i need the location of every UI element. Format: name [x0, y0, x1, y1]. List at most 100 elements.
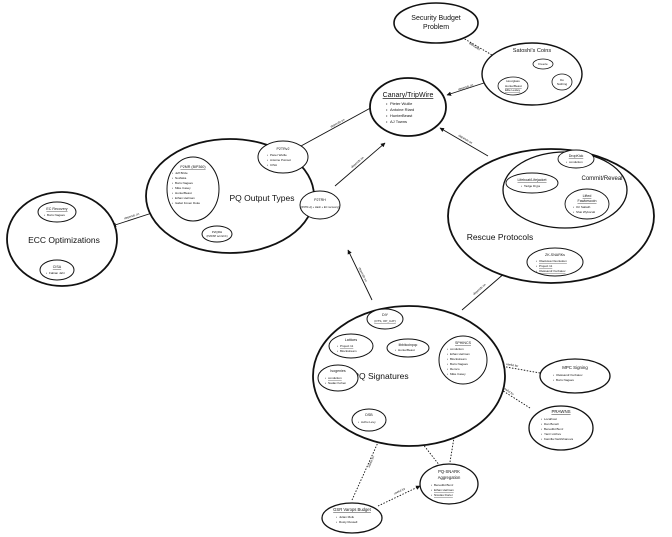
node-pq-snark-aggregation: PQ-SNARK Aggregation •Benedikt Bunz •Eth…	[419, 463, 479, 505]
gsr-item: Julian Moik	[339, 515, 355, 519]
prawns-item: Dan Boneh	[544, 422, 559, 426]
edges	[111, 34, 541, 507]
mpc-item: Boris Nagaev	[556, 378, 575, 382]
svg-text:•: •	[267, 153, 268, 157]
commit-reveal-title: Commit/Reveal	[581, 176, 622, 182]
svg-text:•: •	[325, 381, 326, 385]
svg-text:•: •	[172, 191, 173, 195]
svg-text:•: •	[46, 271, 47, 275]
svg-text:•: •	[521, 184, 522, 188]
mpc-item: Oleksandr Kurbatov	[556, 373, 583, 377]
cisa-title: CISA	[53, 265, 62, 269]
p2trv2-list: •Pieter Wuille •Antoine Poinsot •CISA	[267, 153, 291, 167]
svg-text:•: •	[325, 376, 326, 380]
svg-text:•: •	[337, 349, 338, 353]
svg-text:•: •	[553, 378, 554, 382]
node-rescue-protocols: Rescue Protocols Commit/Reveal DropKick …	[447, 148, 655, 284]
lifted-title-2: Fawkescoin	[578, 199, 597, 203]
svg-text:•: •	[336, 520, 337, 524]
p2mr-item: NotAkka	[175, 176, 187, 180]
svg-text:•: •	[267, 158, 268, 162]
do-nothing-2: Nothing	[557, 82, 568, 86]
svg-text:•: •	[541, 437, 542, 441]
svg-text:•: •	[447, 352, 448, 356]
svg-text:•: •	[172, 201, 173, 205]
svg-text:•: •	[431, 483, 432, 487]
svg-text:•: •	[536, 259, 537, 263]
ec-recovery-title: EC Recovery	[46, 207, 67, 211]
p2mr-item: Mike Casey	[175, 186, 191, 190]
sphincs-item: Ethan Heilman	[450, 352, 470, 356]
prawns-title: PRAWNS	[551, 409, 570, 414]
edge-rescue-canary	[439, 127, 489, 157]
edge-label-alleviates: alleviates	[468, 41, 481, 51]
zk-snarks-title: ZK-SNARKs	[545, 253, 565, 257]
lattices-title: Lattices	[345, 338, 358, 342]
edge-p2trh-canary	[334, 142, 386, 187]
isogenies-item: conduition	[328, 376, 342, 380]
canary-title: Canary/TripWire	[383, 92, 434, 99]
cisa-item: Fabian Jahr	[49, 271, 65, 275]
p2mr-item: Boris Nagaev	[175, 181, 194, 185]
sphincs-list: •conduition •Ethan Heilman •Blockstream …	[447, 347, 470, 376]
svg-text:•: •	[566, 160, 567, 164]
sphincs-item: Boris Nagaev	[450, 362, 469, 366]
edge-pqout-canary	[289, 104, 377, 153]
pq-snark-title-1: PQ-SNARK	[438, 469, 460, 474]
svg-text:•: •	[447, 362, 448, 366]
p2mr-item: Jeff Bride	[175, 171, 188, 175]
p2mr-item: HunterBeast	[175, 191, 192, 195]
lifted-title-1: Lifted	[583, 194, 592, 198]
sphincs-title: SPHINCS	[455, 341, 472, 345]
sphincs-item: conduition	[450, 347, 464, 351]
svg-text:•: •	[447, 347, 448, 351]
canary-list: •Pieter Wuille •Antoine Riard •HunterBea…	[386, 101, 414, 124]
p2trh-sub: (P2TR+Q + Hash + EC recovery)	[301, 205, 339, 209]
isogenies-title: Isogenies	[330, 369, 346, 373]
svg-text:•: •	[44, 213, 45, 217]
prawns-item: Kamilla Nazirkhanova	[544, 437, 573, 441]
node-satoshis-coins: Satoshi's Coins Freeze Hourglass HunterB…	[481, 42, 583, 106]
svg-text:•: •	[172, 171, 173, 175]
svg-text:•: •	[553, 373, 554, 377]
prawns-item: Yanir Litchev	[544, 432, 562, 436]
svg-text:•: •	[431, 493, 432, 497]
svg-text:•: •	[336, 515, 337, 519]
mpc-signing-title: MPC Signing	[562, 365, 588, 370]
gsr-title: GSR Varops Budget	[333, 507, 371, 512]
p2trv2-item: Antoine Poinsot	[270, 158, 291, 162]
svg-text:•: •	[541, 432, 542, 436]
svg-text:•: •	[536, 269, 537, 273]
node-prawns: PRAWNS •Localhost •Dan Boneh •Benedikt B…	[528, 405, 594, 451]
zk-item: Olaoluwa Osuntokun	[539, 259, 567, 263]
svg-text:•: •	[172, 186, 173, 190]
p2mr-list: •Jeff Bride •NotAkka •Boris Nagaev •Mike…	[172, 171, 200, 205]
svg-text:•: •	[386, 107, 388, 112]
svg-text:•: •	[172, 196, 173, 200]
pq-snark-item: Ethan Heilman	[434, 488, 454, 492]
libbitcoinpqc-item: HunterBeast	[398, 348, 415, 352]
edge-label-prawns-useful: useful for	[502, 386, 515, 396]
svg-text:•: •	[536, 264, 537, 268]
libbitcoinpqc-title: libbitcoinpqc	[399, 343, 418, 347]
zk-item: Project 11	[539, 264, 553, 268]
pq-snark-item: Benedikt Bunz	[434, 483, 454, 487]
gsr-item: Rusty Russell	[339, 520, 358, 524]
hourglass-item-2: Ellie Lesley	[505, 88, 521, 92]
svg-text:•: •	[267, 163, 268, 167]
canary-item: HunterBeast	[390, 113, 413, 118]
edge-pqsig-rescue	[461, 271, 507, 311]
p2trv2-title: P2TRv2	[277, 147, 290, 151]
edge-pqout-ecc	[111, 212, 153, 227]
edge-label-pqsig-pqout-depends: depends on	[358, 267, 369, 283]
node-pq-signatures: PQ Signatures DIY (OTS, OP_CAT) Lattices…	[312, 305, 506, 447]
svg-text:•: •	[447, 367, 448, 371]
pq-output-types-title: PQ Output Types	[229, 193, 294, 203]
node-canary: Canary/TripWire •Pieter Wuille •Antoine …	[369, 77, 447, 137]
edge-label-pqsig-rescue-depends: depends on	[472, 282, 487, 296]
svg-text:•: •	[358, 420, 359, 424]
lattices-item: Blockstream	[340, 349, 357, 353]
node-ecc-optimizations: ECC Optimizations EC Recovery •Boris Nag…	[6, 191, 118, 287]
lattices-item: Project 11	[340, 344, 354, 348]
